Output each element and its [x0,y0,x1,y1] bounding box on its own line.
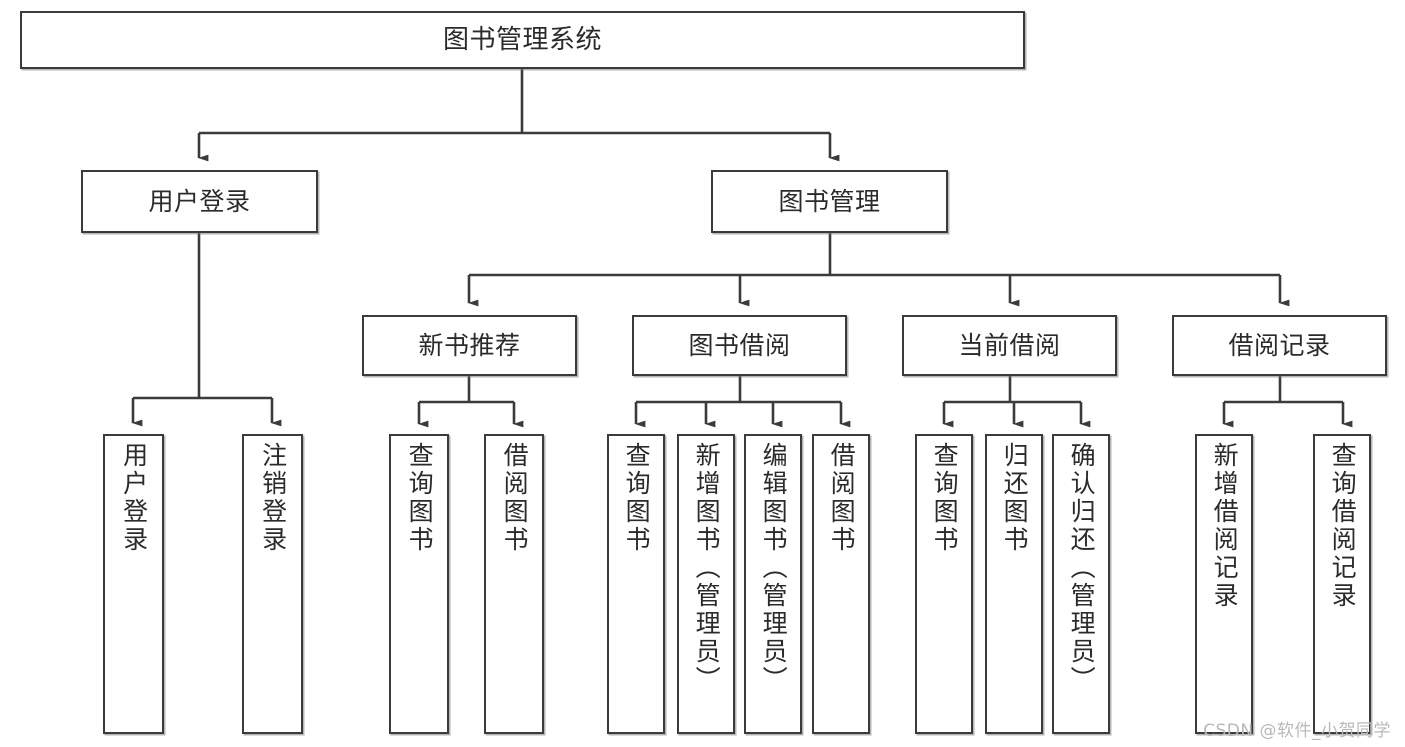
node-label: 新增借阅记录 [1210,442,1240,610]
leaf-query-book-3[interactable]: 查询图书 [915,434,973,734]
node-label: 借阅图书 [500,442,530,554]
node-book-management[interactable]: 图书管理 [711,170,948,233]
watermark-text: CSDN @软件_小贺同学 [1203,721,1391,741]
node-label: 借阅图书 [827,442,857,554]
node-label: 查询借阅记录 [1328,442,1358,610]
node-label: 当前借阅 [958,330,1061,360]
leaf-borrow-book-2[interactable]: 借阅图书 [812,434,870,734]
node-label: 用户登录 [119,442,149,554]
leaf-edit-book[interactable]: 编辑图书（管理员） [744,434,802,734]
leaf-query-book-1[interactable]: 查询图书 [389,434,449,734]
node-label: 注销登录 [258,442,288,554]
node-label: 编辑图书（管理员） [759,442,789,694]
node-label: 图书借阅 [688,330,791,360]
node-label: 新增图书（管理员） [692,442,722,694]
leaf-logout-login[interactable]: 注销登录 [242,434,303,734]
node-book-borrow[interactable]: 图书借阅 [632,315,847,376]
node-user-login[interactable]: 用户登录 [81,170,318,233]
node-root-system[interactable]: 图书管理系统 [20,11,1025,69]
leaf-confirm-return[interactable]: 确认归还（管理员） [1052,434,1110,734]
leaf-add-book[interactable]: 新增图书（管理员） [677,434,735,734]
node-label: 图书管理系统 [442,24,602,55]
leaf-query-book-2[interactable]: 查询图书 [607,434,665,734]
node-borrow-record[interactable]: 借阅记录 [1172,315,1387,376]
node-label: 图书管理 [778,186,881,216]
leaf-query-record[interactable]: 查询借阅记录 [1313,434,1371,734]
node-current-borrow[interactable]: 当前借阅 [902,315,1117,376]
node-label: 查询图书 [930,442,960,554]
leaf-add-record[interactable]: 新增借阅记录 [1195,434,1253,734]
node-label: 确认归还（管理员） [1067,442,1097,694]
node-label: 归还图书 [1000,442,1030,554]
node-new-book-recommend[interactable]: 新书推荐 [362,315,577,376]
node-label: 新书推荐 [418,330,521,360]
node-label: 查询图书 [405,442,435,554]
leaf-return-book[interactable]: 归还图书 [985,434,1043,734]
leaf-borrow-book-1[interactable]: 借阅图书 [484,434,544,734]
node-label: 用户登录 [148,186,251,216]
node-label: 查询图书 [622,442,652,554]
leaf-user-login[interactable]: 用户登录 [103,434,164,734]
node-label: 借阅记录 [1228,330,1331,360]
